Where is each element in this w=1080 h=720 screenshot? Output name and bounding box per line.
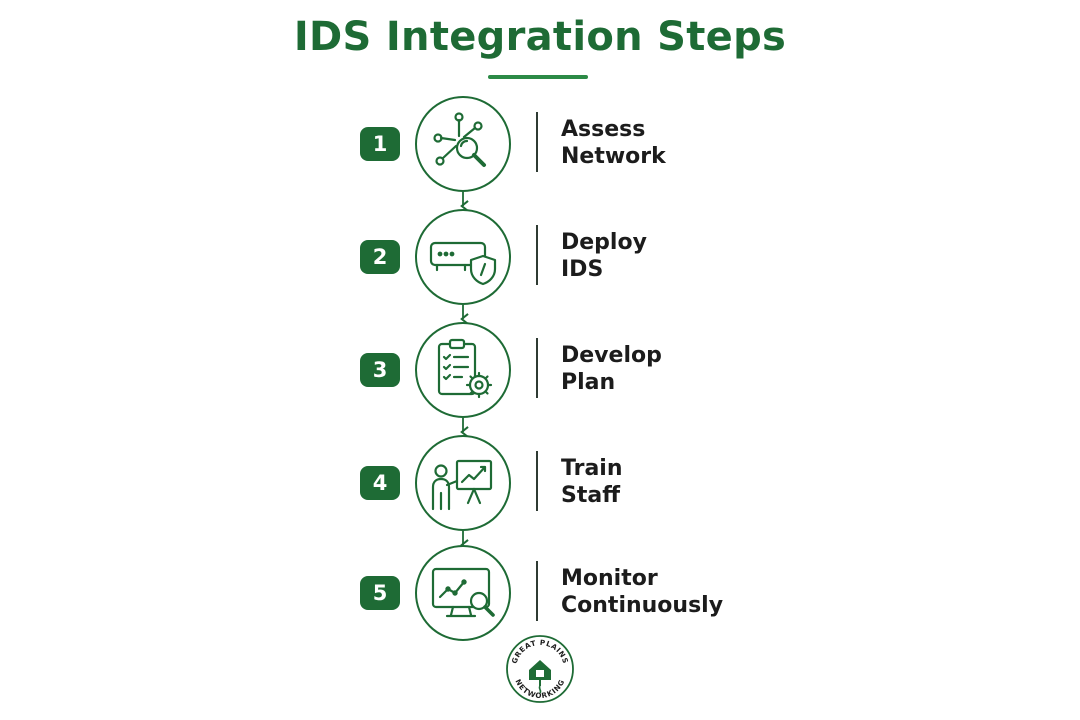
step-number-badge: 3 xyxy=(360,353,400,387)
step-2: 2 Deploy IDS xyxy=(0,207,1080,307)
great-plains-networking-logo: GREAT PLAINS NETWORKING xyxy=(506,635,574,703)
step-5: 5 Monitor Continuously xyxy=(0,543,1080,643)
step-label-line: Staff xyxy=(561,483,621,508)
step-label-line: Develop xyxy=(561,343,662,368)
step-divider xyxy=(536,451,538,511)
step-4: 4 Train Staff xyxy=(0,433,1080,533)
step-3: 3 xyxy=(0,320,1080,420)
step-icon-circle xyxy=(415,435,511,531)
step-label-line: IDS xyxy=(561,257,604,282)
step-1: 1 Assess Network xyxy=(0,94,1080,194)
step-divider xyxy=(536,225,538,285)
ids-device-shield-icon xyxy=(429,241,497,286)
step-number-badge: 4 xyxy=(360,466,400,500)
step-icon-circle xyxy=(415,96,511,192)
step-label: Assess Network xyxy=(561,116,666,170)
step-label-line: Deploy xyxy=(561,230,647,255)
clipboard-checklist-gear-icon xyxy=(437,338,493,399)
step-label: Monitor Continuously xyxy=(561,565,723,619)
step-label: Deploy IDS xyxy=(561,229,647,283)
title-underline xyxy=(488,75,588,79)
step-label: Train Staff xyxy=(561,455,623,509)
step-label-line: Assess xyxy=(561,117,646,142)
step-number-badge: 2 xyxy=(360,240,400,274)
step-label: Develop Plan xyxy=(561,342,662,396)
step-label-line: Network xyxy=(561,144,666,169)
step-label-line: Plan xyxy=(561,370,616,395)
step-icon-circle xyxy=(415,209,511,305)
step-divider xyxy=(536,338,538,398)
step-number-badge: 1 xyxy=(360,127,400,161)
network-search-icon xyxy=(433,112,486,167)
step-label-line: Train xyxy=(561,456,623,481)
presenter-chart-icon xyxy=(431,459,493,511)
page-title: IDS Integration Steps xyxy=(293,14,787,60)
step-divider xyxy=(536,561,538,621)
monitor-chart-search-icon xyxy=(431,567,495,618)
step-label-line: Continuously xyxy=(561,593,724,618)
step-label-line: Monitor xyxy=(561,566,658,591)
step-icon-circle xyxy=(415,322,511,418)
step-number-badge: 5 xyxy=(360,576,400,610)
step-divider xyxy=(536,112,538,172)
step-icon-circle xyxy=(415,545,511,641)
